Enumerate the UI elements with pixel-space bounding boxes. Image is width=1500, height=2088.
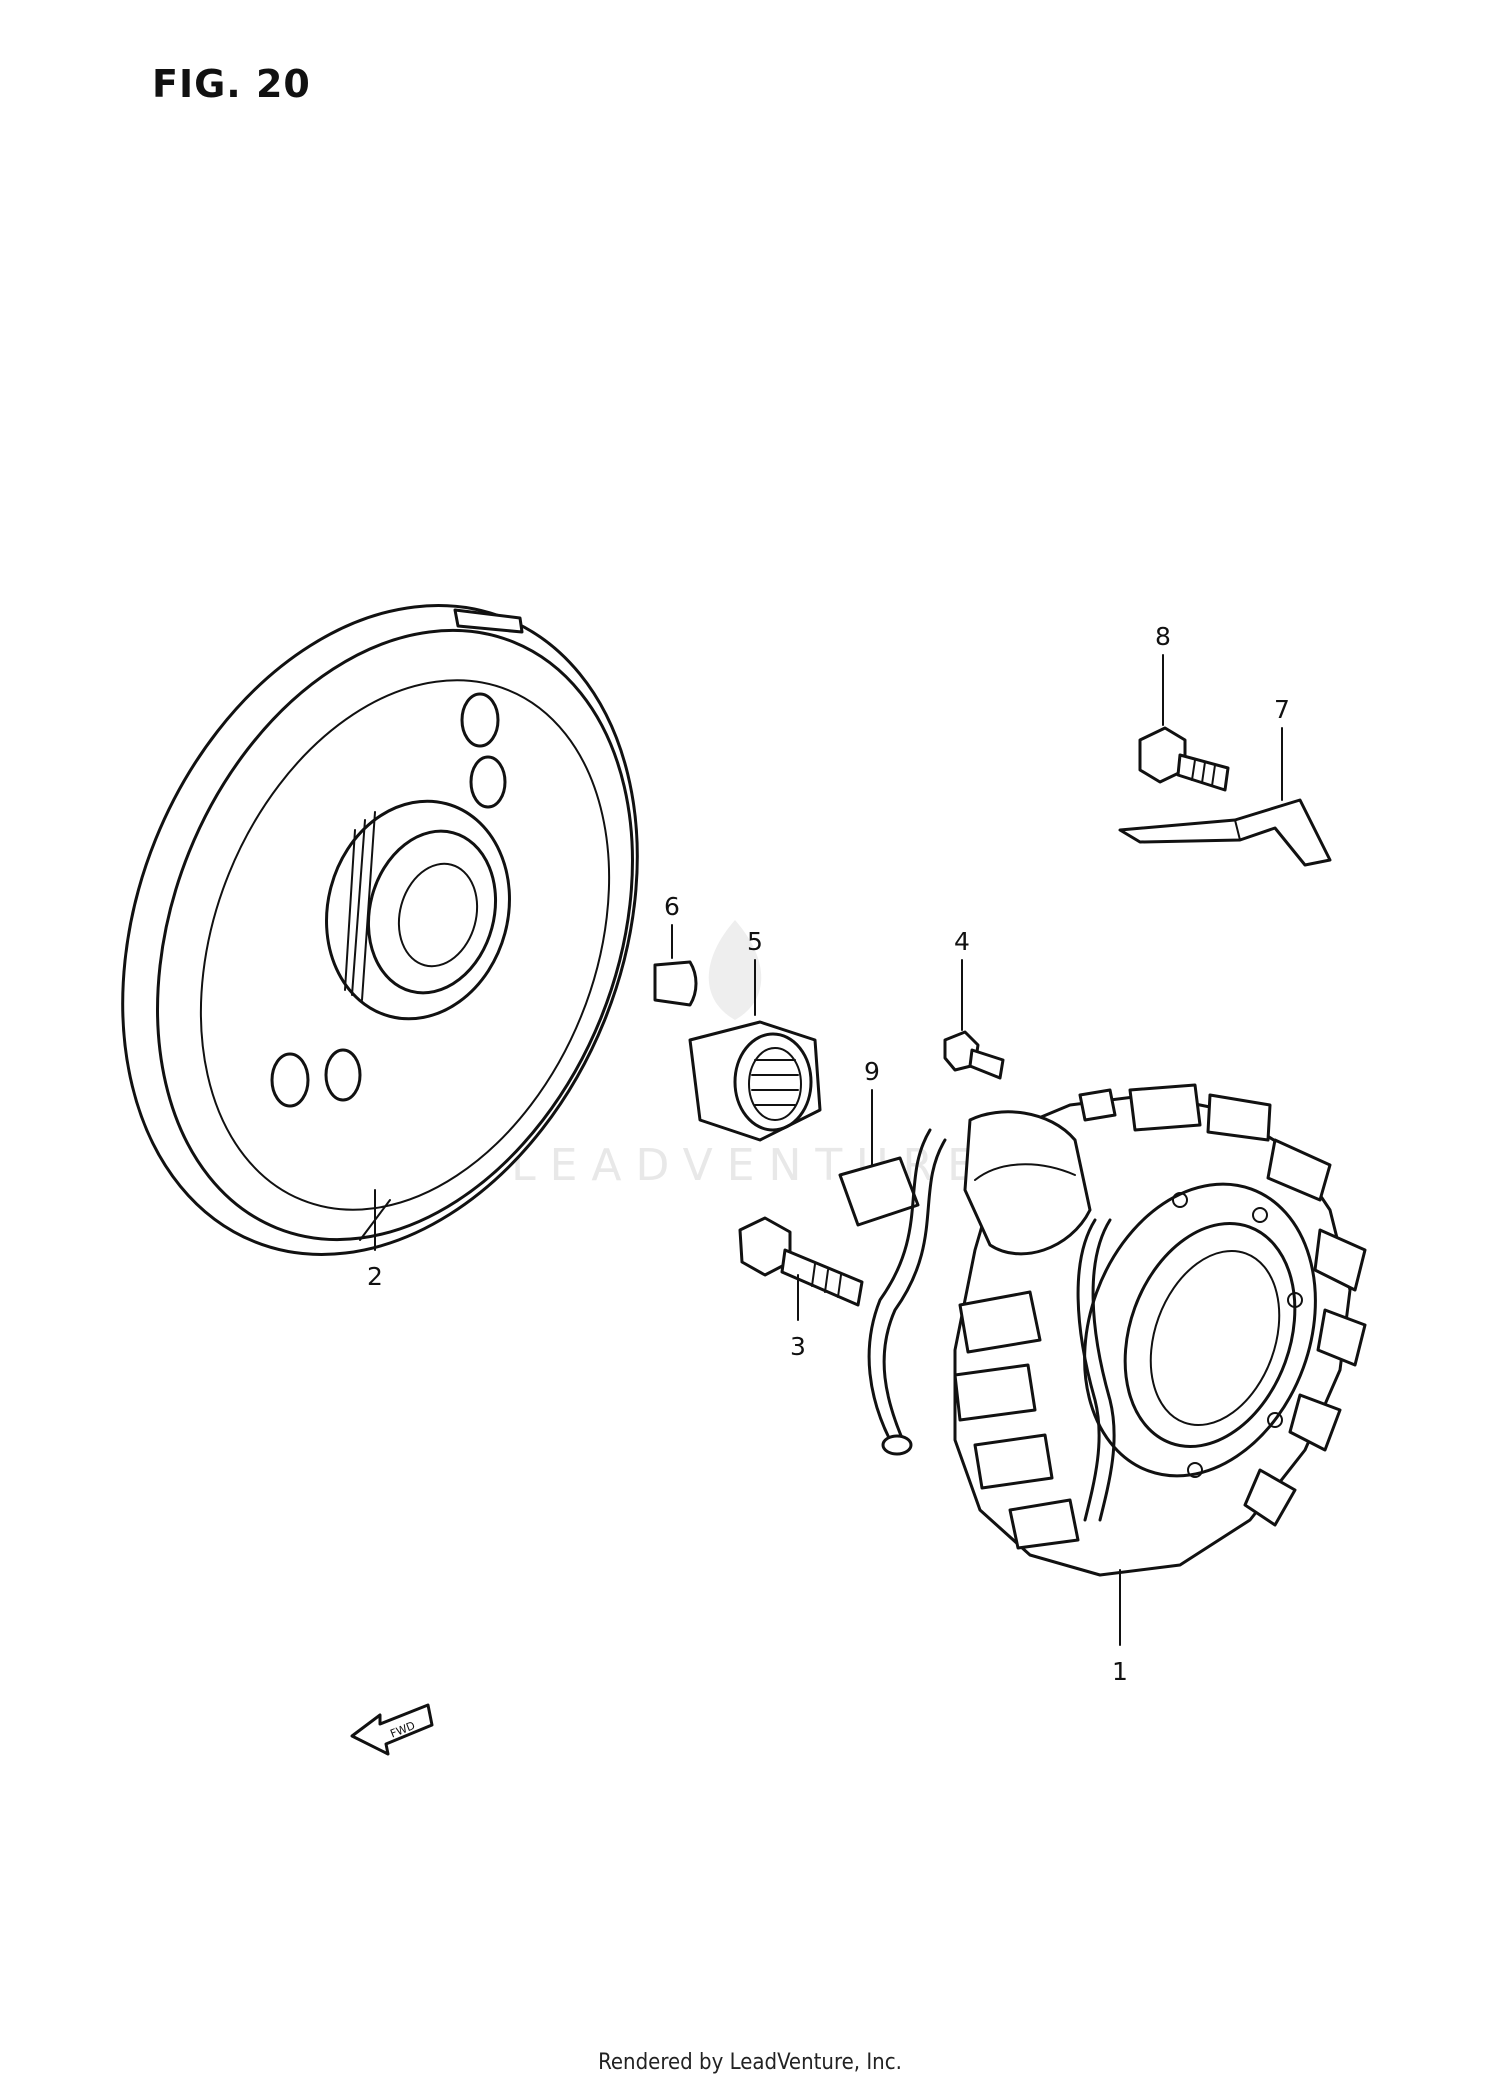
callout-2[interactable]: 2 xyxy=(367,1262,383,1291)
part-4-screw[interactable] xyxy=(943,1030,1005,1080)
part-5-nut[interactable] xyxy=(688,1020,822,1142)
part-6-key[interactable] xyxy=(653,960,698,1007)
callout-4[interactable]: 4 xyxy=(954,927,970,956)
part-3-bolt[interactable] xyxy=(738,1216,864,1307)
part-8-bolt[interactable] xyxy=(1138,726,1230,792)
footer-credit: Rendered by LeadVenture, Inc. xyxy=(598,2050,902,2075)
callout-3[interactable]: 3 xyxy=(790,1332,806,1361)
direction-arrow: FWD xyxy=(350,1703,434,1756)
part-2-rotor[interactable] xyxy=(30,528,730,1332)
part-1-stator[interactable] xyxy=(867,1083,1367,1577)
callout-7[interactable]: 7 xyxy=(1274,695,1290,724)
callout-5[interactable]: 5 xyxy=(747,927,763,956)
callout-1[interactable]: 1 xyxy=(1112,1657,1128,1686)
callout-6[interactable]: 6 xyxy=(664,892,680,921)
part-7-clamp[interactable] xyxy=(1118,798,1332,867)
part-9-label-plate[interactable] xyxy=(838,1156,920,1227)
callout-9[interactable]: 9 xyxy=(864,1057,880,1086)
figure-title: FIG. 20 xyxy=(152,62,311,106)
callout-8[interactable]: 8 xyxy=(1155,622,1171,651)
